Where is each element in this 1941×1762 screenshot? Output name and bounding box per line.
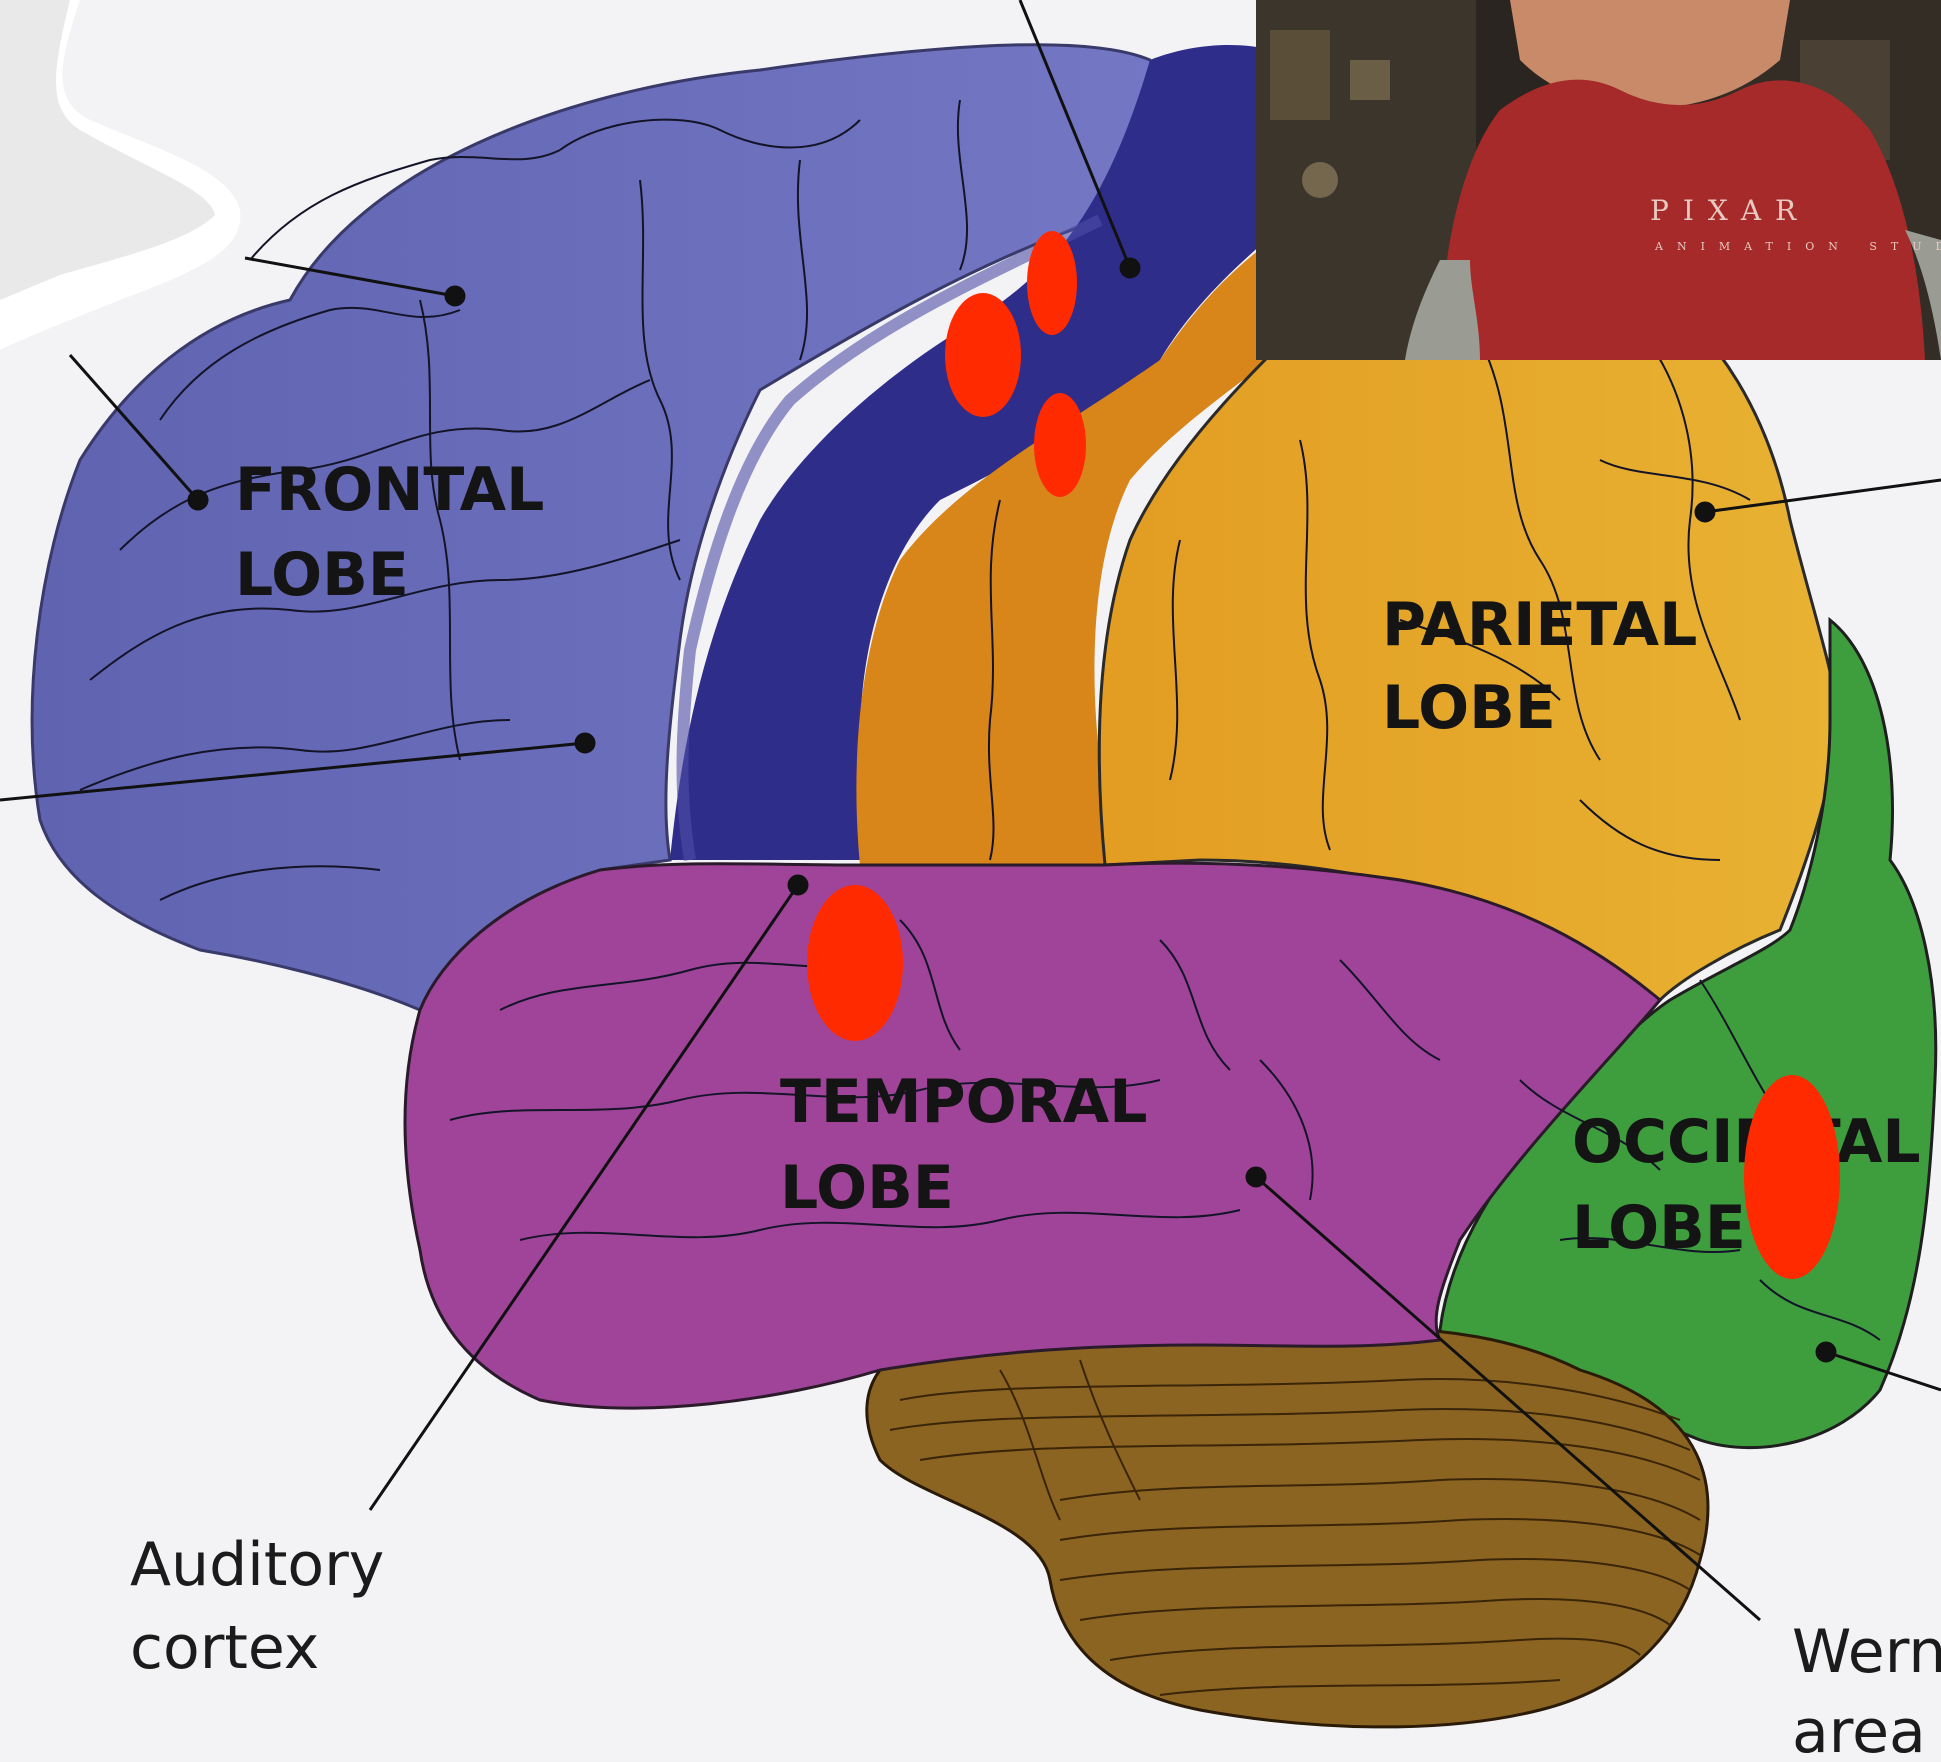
inset-photo: PIXAR ANIMATION STUDIOS	[1256, 0, 1941, 360]
activation-marker	[807, 885, 903, 1041]
shirt-subtitle-text: ANIMATION STUDIOS	[1654, 240, 1941, 253]
cerebellum	[867, 1329, 1708, 1727]
auditory-label-line2: cortex	[130, 1613, 319, 1683]
occipital-label-line2: LOBE	[1572, 1193, 1746, 1263]
wernicke-label-line2: area	[1792, 1697, 1926, 1762]
activation-marker	[1744, 1075, 1840, 1279]
activation-marker	[1027, 231, 1077, 335]
background-object	[0, 0, 240, 350]
wernickes-area-label: Wernicke's area	[1792, 1617, 1941, 1762]
frontal-label-line1: FRONTAL	[235, 455, 544, 525]
activation-marker	[945, 293, 1021, 417]
parietal-label-line2: LOBE	[1382, 673, 1556, 743]
wernicke-label-line1: Wernicke's	[1792, 1617, 1941, 1687]
temporal-label-line2: LOBE	[780, 1153, 954, 1223]
shirt-brand-text: PIXAR	[1650, 194, 1810, 227]
auditory-cortex-label: Auditory cortex	[130, 1530, 403, 1683]
auditory-label-line1: Auditory	[130, 1530, 384, 1600]
activation-marker	[1034, 393, 1086, 497]
parietal-label-line1: PARIETAL	[1382, 590, 1697, 660]
temporal-label-line1: TEMPORAL	[780, 1067, 1147, 1137]
frontal-label-line2: LOBE	[235, 540, 409, 610]
